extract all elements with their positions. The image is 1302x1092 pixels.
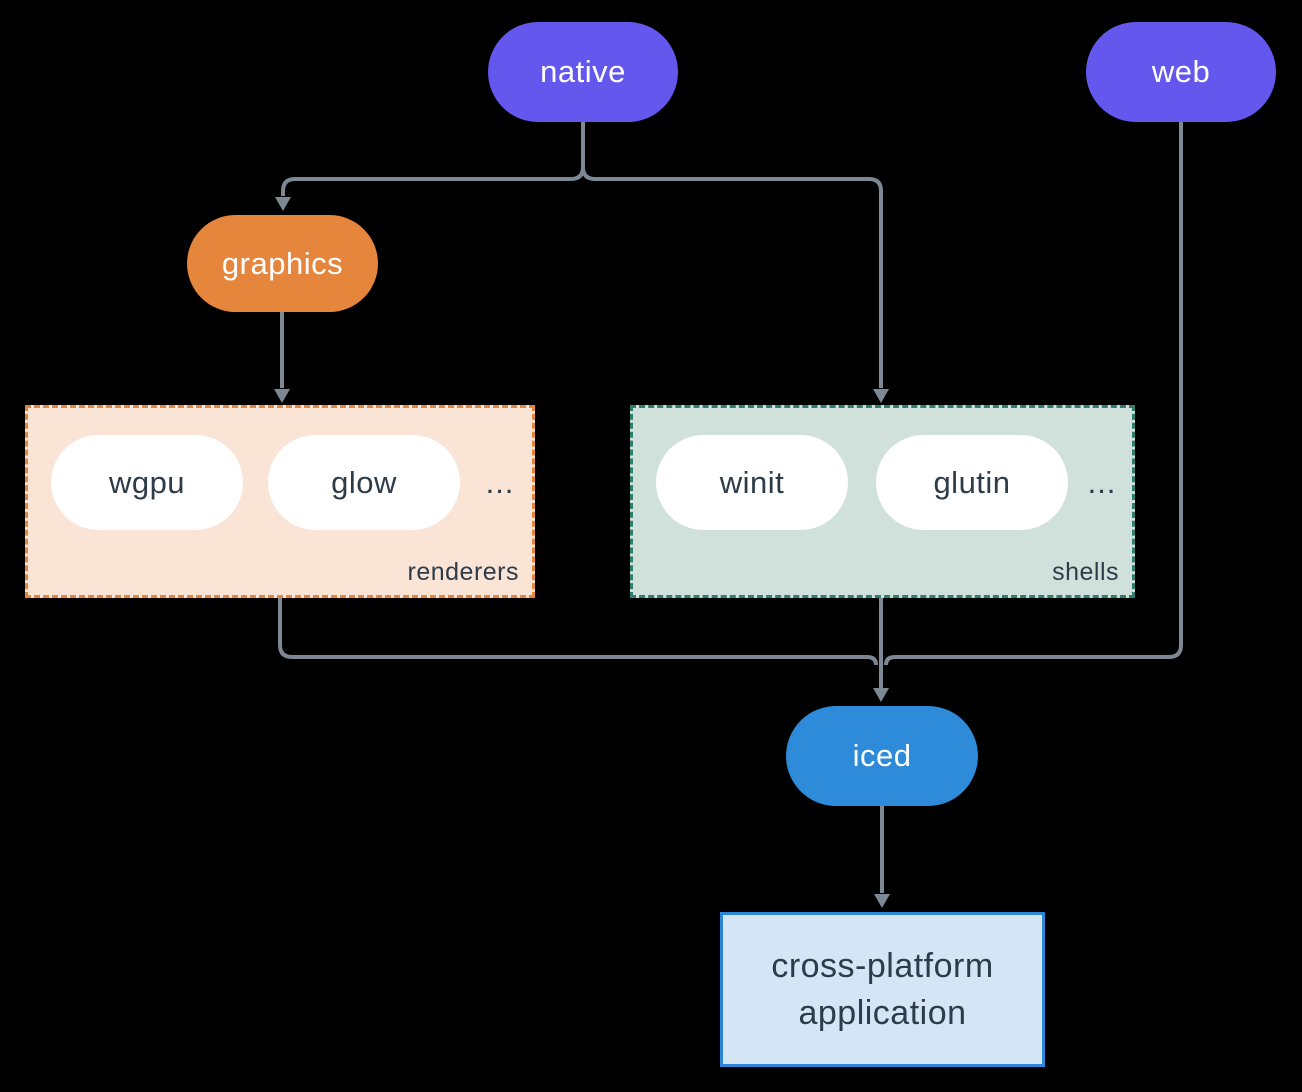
app-label-line2: application xyxy=(798,993,967,1032)
node-web-label: web xyxy=(1151,54,1211,89)
node-native: native xyxy=(488,22,678,122)
node-graphics-label: graphics xyxy=(221,245,344,281)
shells-ellipsis: ... xyxy=(1087,464,1117,500)
group-shells: winit glutin ... shells xyxy=(630,405,1135,598)
node-native-label: native xyxy=(540,54,626,89)
node-winit-label: winit xyxy=(719,464,785,500)
edge-renderers-merge xyxy=(278,598,878,666)
group-renderers: wgpu glow ... renderers xyxy=(25,405,535,598)
arrowhead-shells xyxy=(873,389,889,403)
arrowhead-renderers xyxy=(274,389,290,403)
node-cross-platform-application: cross-platform application xyxy=(720,912,1045,1067)
arrowhead-app xyxy=(874,894,890,908)
node-glow-label: glow xyxy=(331,464,397,500)
arrowhead-iced xyxy=(873,688,889,702)
edge-native-shells xyxy=(581,122,883,388)
renderers-ellipsis: ... xyxy=(485,464,515,500)
node-winit: winit xyxy=(656,435,848,530)
arrowhead-graphics xyxy=(275,197,291,211)
node-glutin-label: glutin xyxy=(933,464,1011,500)
node-glow: glow xyxy=(268,435,460,530)
node-glutin: glutin xyxy=(876,435,1068,530)
node-graphics: graphics xyxy=(187,215,378,312)
node-iced-label: iced xyxy=(852,738,912,773)
node-iced: iced xyxy=(786,706,978,806)
renderers-group-label: renderers xyxy=(407,558,519,586)
edge-native-graphics xyxy=(281,122,585,196)
node-wgpu-label: wgpu xyxy=(108,464,186,500)
node-web: web xyxy=(1086,22,1276,122)
node-wgpu: wgpu xyxy=(51,435,243,530)
shells-group-label: shells xyxy=(1052,558,1119,586)
app-label-line1: cross-platform xyxy=(771,946,994,985)
